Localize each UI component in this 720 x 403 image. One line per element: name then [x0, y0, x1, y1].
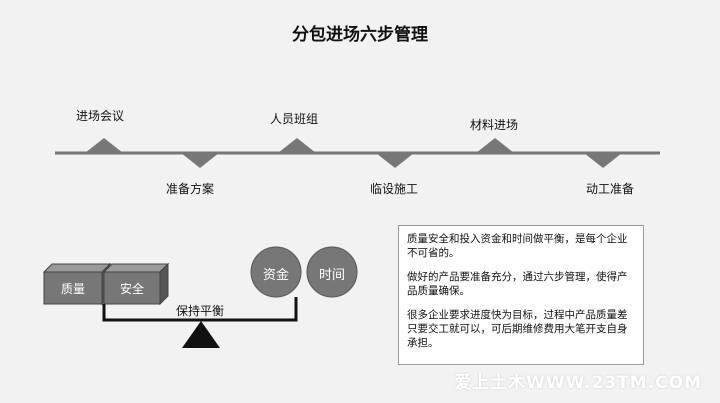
step-marker-2 — [181, 153, 219, 168]
note-2: 做好的产品要准备充分，通过六步管理，使得产品质量确保。 — [407, 271, 628, 297]
circle-funds-label: 资金 — [262, 268, 289, 283]
circle-time-label: 时间 — [318, 268, 345, 283]
step-label-6: 动工准备 — [586, 182, 635, 196]
step-marker-3 — [278, 138, 316, 153]
note-1: 质量安全和投入资金和时间做平衡，是每个企业不可省的。 — [407, 233, 628, 259]
step-marker-4 — [376, 153, 414, 168]
cube-safety-label: 安全 — [119, 282, 144, 296]
balance-label: 保持平衡 — [176, 304, 225, 318]
balance-beam — [102, 297, 298, 322]
step-label-2: 准备方案 — [166, 182, 215, 196]
step-label-5: 材料进场 — [470, 118, 519, 132]
note-3: 很多企业要求进度快为目标，过程中产品质量差只要交工就可以，可后期维修费用大笔开支… — [407, 309, 628, 349]
cube-quality-label: 质量 — [60, 282, 85, 296]
circle-time — [306, 246, 358, 298]
step-label-4: 临设施工 — [370, 182, 419, 196]
page-title: 分包进场六步管理 — [292, 25, 428, 45]
fulcrum-triangle — [182, 321, 220, 348]
step-marker-6 — [584, 153, 622, 168]
notes-box: 质量安全和投入资金和时间做平衡，是每个企业不可省的。 做好的产品要准备充分，通过… — [398, 225, 644, 365]
step-marker-1 — [85, 138, 123, 153]
circle-funds — [250, 246, 302, 298]
step-label-3: 人员班组 — [270, 112, 319, 126]
watermark: 爱上土木WWW.23TM.COM — [454, 373, 702, 393]
step-label-1: 进场会议 — [76, 109, 125, 123]
step-marker-5 — [476, 138, 514, 153]
cube-safety — [102, 262, 170, 306]
